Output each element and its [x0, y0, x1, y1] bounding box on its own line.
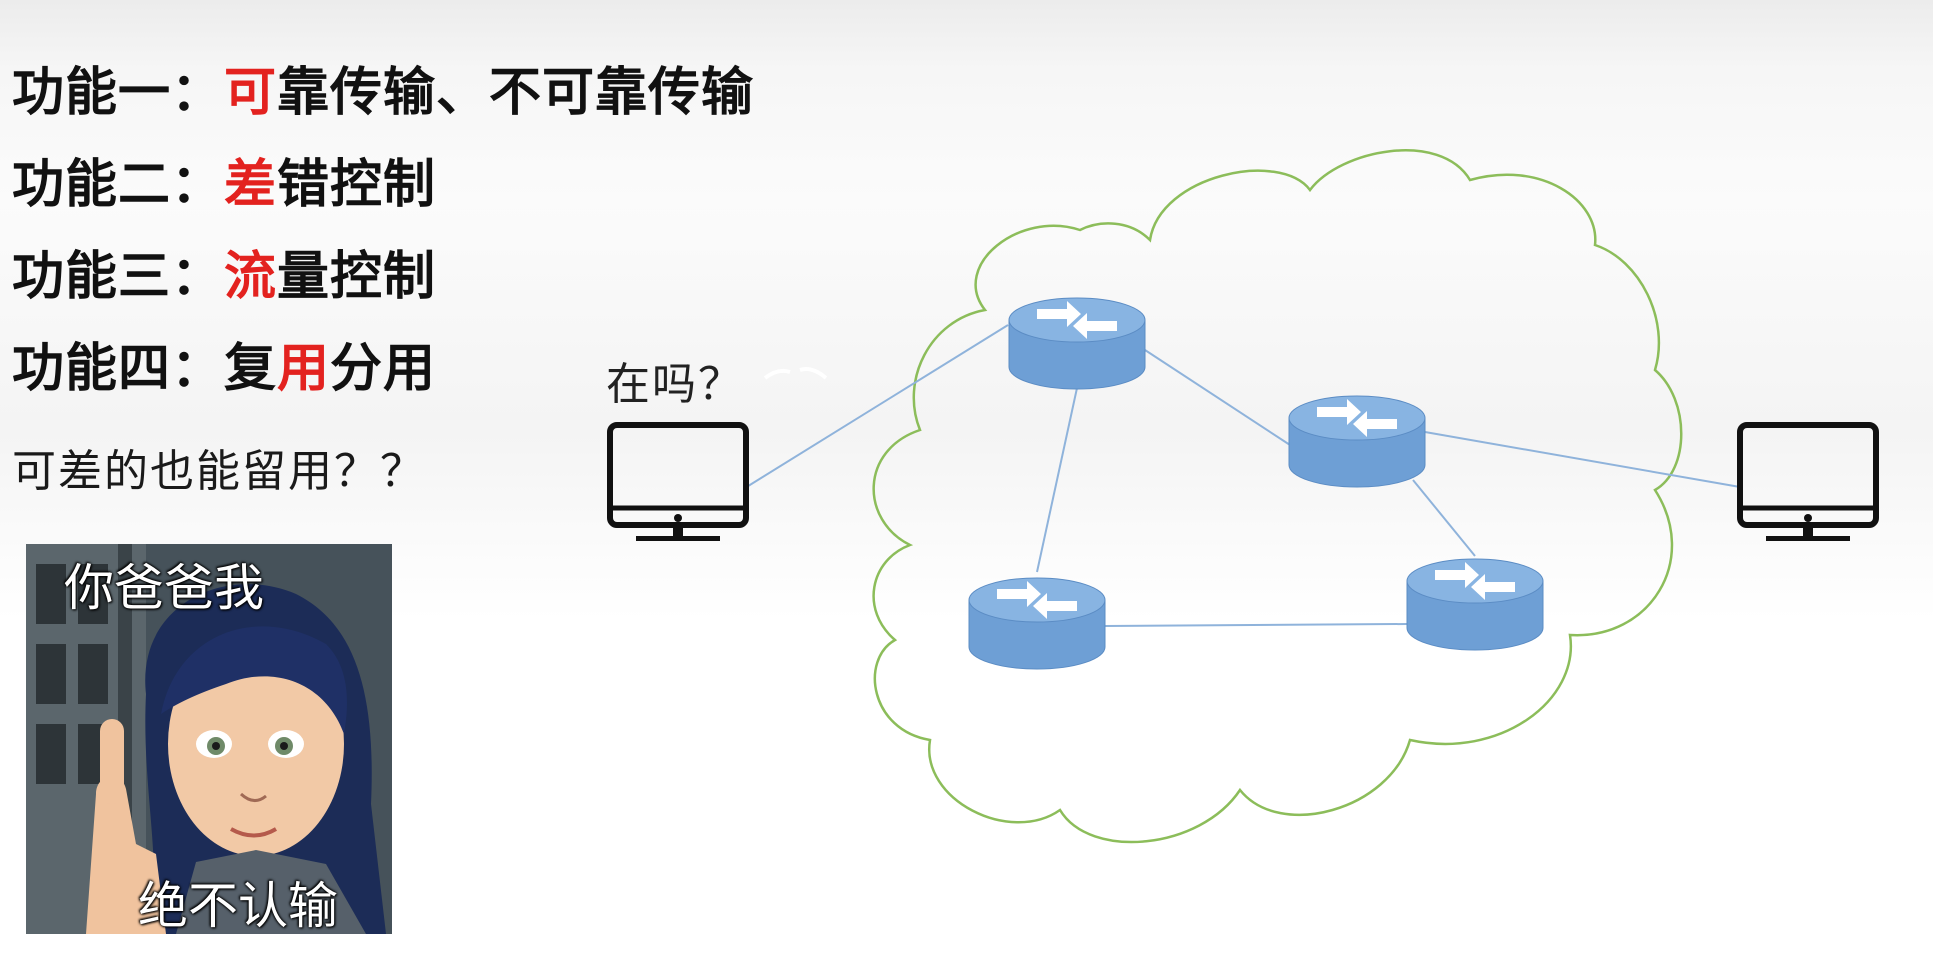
feature-4-rest: 分用	[330, 339, 437, 399]
feature-4-prefix: 功能四：复	[12, 339, 278, 399]
signal-mark	[763, 367, 828, 380]
meme-image: 你爸爸我 绝不认输	[26, 544, 392, 934]
sender-message: 在吗？	[606, 359, 744, 410]
feature-2: 功能二：差错控制	[12, 150, 754, 242]
link-router-a-router-b	[1144, 349, 1291, 446]
link-pc-left-router-a	[744, 324, 1009, 489]
feature-4-accent: 用	[277, 339, 331, 399]
link-router-b-pc-right	[1424, 431, 1741, 488]
feature-3-accent: 流	[224, 247, 278, 307]
computer-right-icon	[1740, 425, 1876, 541]
router-b	[1288, 395, 1426, 488]
router-a	[1008, 297, 1146, 390]
computer-left-icon	[610, 425, 746, 541]
links	[744, 324, 1741, 627]
feature-2-accent: 差	[224, 155, 278, 215]
feature-4: 功能四：复用分用	[12, 334, 754, 426]
meme-top-caption: 你爸爸我	[64, 559, 264, 617]
feature-2-rest: 错控制	[277, 155, 437, 215]
feature-1-prefix: 功能一：	[12, 63, 225, 123]
feature-1-rest: 靠传输、不可靠传输	[277, 63, 755, 123]
cloud-outline	[872, 149, 1683, 844]
feature-3-prefix: 功能三：	[12, 247, 225, 307]
feature-1: 功能一：可靠传输、不可靠传输	[12, 58, 754, 150]
mnemonic-question: 可差的也能留用？？	[12, 446, 426, 497]
feature-1-accent: 可	[224, 63, 278, 123]
feature-2-prefix: 功能二：	[12, 155, 225, 215]
link-router-a-router-c	[1036, 387, 1078, 573]
feature-3-rest: 量控制	[277, 247, 437, 307]
router-d	[1406, 558, 1544, 651]
meme-illustration	[26, 544, 392, 934]
link-router-c-router-d	[1104, 623, 1408, 627]
meme-bottom-caption: 绝不认输	[138, 877, 338, 934]
feature-list: 功能一：可靠传输、不可靠传输 功能二：差错控制 功能三：流量控制 功能四：复用分…	[12, 58, 754, 426]
feature-3: 功能三：流量控制	[12, 242, 754, 334]
link-router-b-router-d	[1412, 479, 1476, 557]
router-c	[968, 577, 1106, 670]
